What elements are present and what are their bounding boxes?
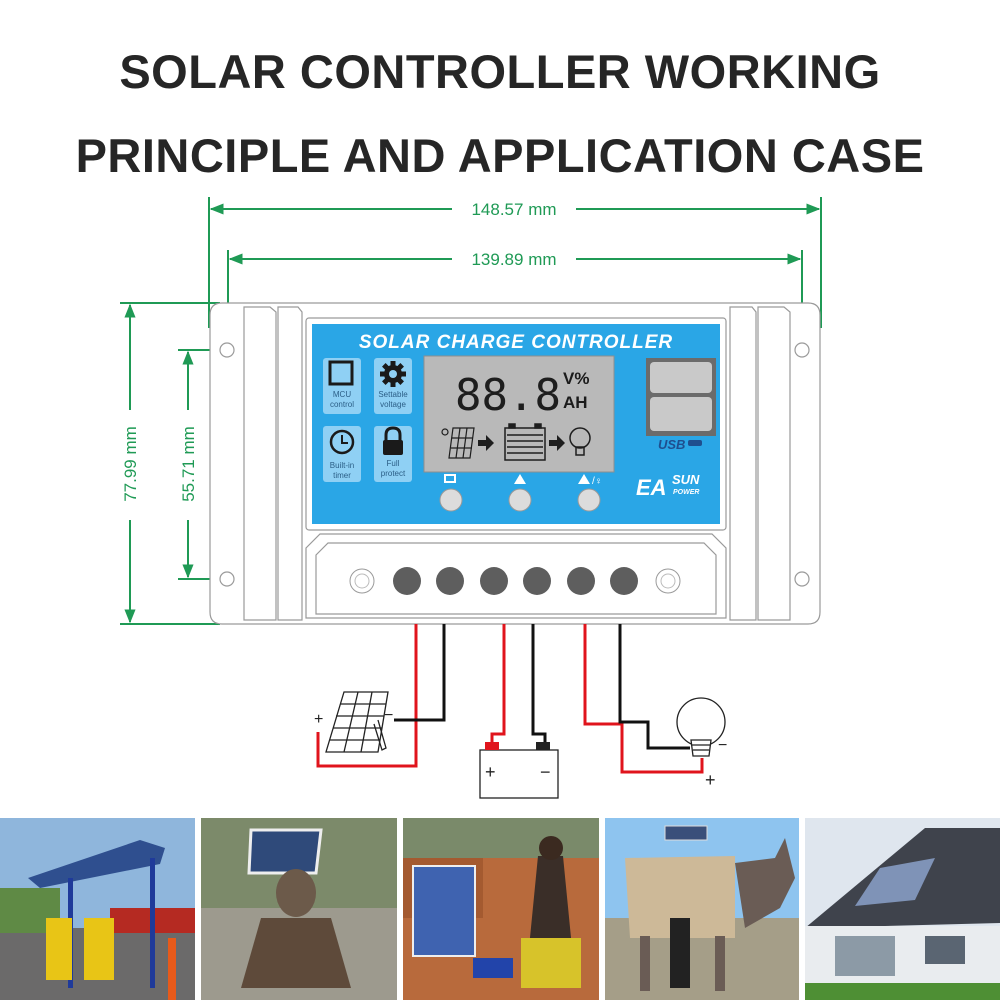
battery-minus-label: − <box>540 762 551 782</box>
load-plus-label: + <box>705 770 716 790</box>
battery-icon <box>504 423 546 461</box>
svg-text:Full: Full <box>387 459 400 468</box>
terminal-screw <box>523 567 551 595</box>
title-line-1: SOLAR CONTROLLER WORKING <box>119 45 881 98</box>
photo-charging-station <box>0 818 195 1000</box>
usb-port-1[interactable] <box>650 362 712 393</box>
svg-text:POWER: POWER <box>673 489 699 496</box>
arrow-icon <box>478 435 494 451</box>
svg-text:protect: protect <box>381 469 406 478</box>
application-photos <box>0 818 1000 1000</box>
load-minus-label: − <box>718 737 727 754</box>
svg-text:SUN: SUN <box>672 472 700 487</box>
usb-port-2[interactable] <box>650 397 712 431</box>
mcu-chip-icon <box>328 360 354 386</box>
dim-overall-width: 148.57 mm <box>471 200 556 219</box>
feature-built-in-timer: Built-in timer <box>323 426 361 482</box>
dim-hole-height: 55.71 mm <box>179 426 198 502</box>
photo-hut-panel <box>403 818 599 1000</box>
controller-diagram: 148.57 mm 139.89 mm 77.99 mm 55.71 mm SO… <box>118 197 822 799</box>
svg-text:timer: timer <box>333 471 351 480</box>
usb-label: USB <box>658 437 685 452</box>
svg-text:control: control <box>330 400 354 409</box>
photo-donkey <box>605 818 799 1000</box>
wiring <box>316 624 704 774</box>
terminal-screw <box>480 567 508 595</box>
gear-icon <box>380 361 406 387</box>
lock-icon <box>383 426 403 455</box>
usb-plug-icon <box>688 440 702 446</box>
battery-icon <box>479 742 559 799</box>
svg-text:Built-in: Built-in <box>330 461 354 470</box>
terminal-screw <box>567 567 595 595</box>
lcd-unit-top: V% <box>563 369 589 388</box>
title-line-2: PRINCIPLE AND APPLICATION CASE <box>75 129 925 182</box>
dim-overall-height: 77.99 mm <box>121 426 140 502</box>
up-light-button[interactable]: /♀ <box>577 474 602 512</box>
svg-text:MCU: MCU <box>333 390 351 399</box>
terminal-screw <box>610 567 638 595</box>
solar-panel-icon <box>325 691 389 753</box>
arrow-icon <box>549 435 565 451</box>
battery-plus-label: + <box>485 762 496 782</box>
bulb-icon <box>676 697 726 757</box>
terminal-screw <box>393 567 421 595</box>
terminal-block <box>349 567 681 595</box>
up-button[interactable] <box>508 474 532 512</box>
solar-minus-label: − <box>384 707 393 724</box>
clock-icon <box>329 429 355 455</box>
svg-text:voltage: voltage <box>380 400 406 409</box>
feature-mcu-control: MCU control <box>323 358 361 414</box>
photo-head-panel <box>201 818 397 1000</box>
panel-title: SOLAR CHARGE CONTROLLER <box>359 332 673 353</box>
feature-full-protect: Full protect <box>374 426 412 482</box>
solar-panel-icon <box>441 427 475 459</box>
solar-plus-label: + <box>314 711 323 728</box>
dim-hole-width: 139.89 mm <box>471 250 556 269</box>
svg-text:/♀: /♀ <box>592 476 602 487</box>
brand-logo: EA SUN POWER <box>636 472 700 500</box>
svg-text:Settable: Settable <box>378 390 408 399</box>
bulb-icon <box>569 427 591 456</box>
menu-button[interactable] <box>439 474 463 512</box>
feature-settable-voltage: Settable voltage <box>374 358 412 414</box>
lcd-digits: 88.8 <box>455 370 561 421</box>
lcd-unit-bottom: AH <box>563 393 588 412</box>
svg-text:EA: EA <box>636 475 667 500</box>
photo-house-rooftop <box>805 818 1000 1000</box>
terminal-screw <box>436 567 464 595</box>
